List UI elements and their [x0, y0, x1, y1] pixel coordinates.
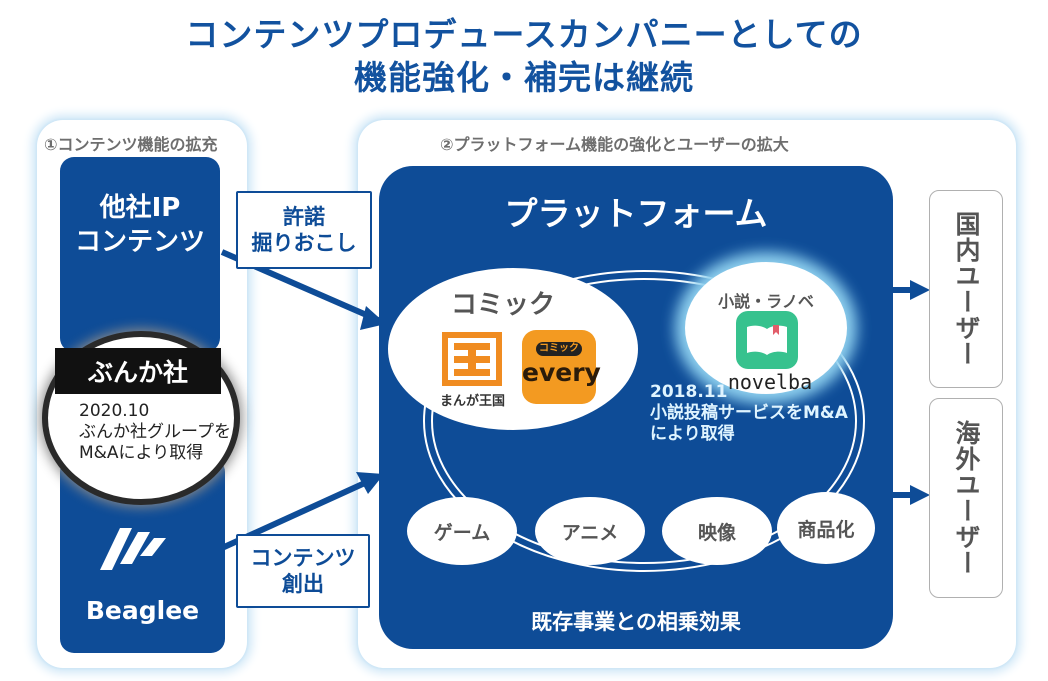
synergy-ring [423, 270, 865, 572]
manga-oukoku-label: まんが王国 [439, 394, 505, 409]
domestic-users-box: 国内ユーザー [929, 190, 1003, 388]
creation-callout: コンテンツ 創出 [236, 534, 370, 608]
business-oval-video: 映像 [662, 497, 772, 565]
novel-label: 小説・ラノベ [718, 292, 814, 311]
title-line-2: 機能強化・補完は継続 [354, 58, 694, 97]
license-callout: 許諾 掘りおこし [236, 191, 372, 269]
other-ip-content-box: 他社IP コンテンツ [60, 157, 220, 352]
beaglee-logo-text: Beaglee [85, 596, 200, 625]
right-panel-label: ②プラットフォーム機能の強化とユーザーの拡大 [440, 135, 789, 154]
bunkasha-name-label: ぶんか社 [55, 348, 221, 394]
comic-circle [388, 268, 638, 430]
business-oval-game: ゲーム [407, 497, 517, 565]
comic-every-badge: コミック [536, 342, 582, 356]
comic-every-logo: コミック every [522, 330, 601, 404]
manga-oukoku-logo-icon [442, 332, 502, 386]
business-oval-merchandise: 商品化 [777, 492, 875, 564]
beaglee-logo-icon [100, 528, 166, 570]
arrow-to-domestic-head [910, 280, 930, 300]
platform-title: プラットフォーム [504, 194, 768, 233]
synergy-label: 既存事業との相乗効果 [531, 610, 741, 634]
novelba-acquisition-note: 2018.11 小説投稿サービスをM&A により取得 [650, 382, 848, 444]
arrow-to-overseas-head [910, 485, 930, 505]
comic-label: コミック [450, 290, 555, 320]
arrow-head-2 [356, 472, 384, 494]
book-icon [747, 325, 787, 355]
business-oval-anime: アニメ [535, 497, 645, 565]
bunkasha-acquisition-note: 2020.10 ぶんか社グループを M&Aにより取得 [79, 401, 231, 463]
comic-every-wordmark: every [522, 358, 601, 387]
novelba-app-icon [736, 311, 798, 369]
title-line-1: コンテンツプロデュースカンパニーとしての [185, 15, 863, 54]
novelba-wordmark: novelba [727, 370, 813, 394]
left-panel-label: ①コンテンツ機能の拡充 [44, 135, 218, 154]
overseas-users-box: 海外ユーザー [929, 398, 1003, 598]
